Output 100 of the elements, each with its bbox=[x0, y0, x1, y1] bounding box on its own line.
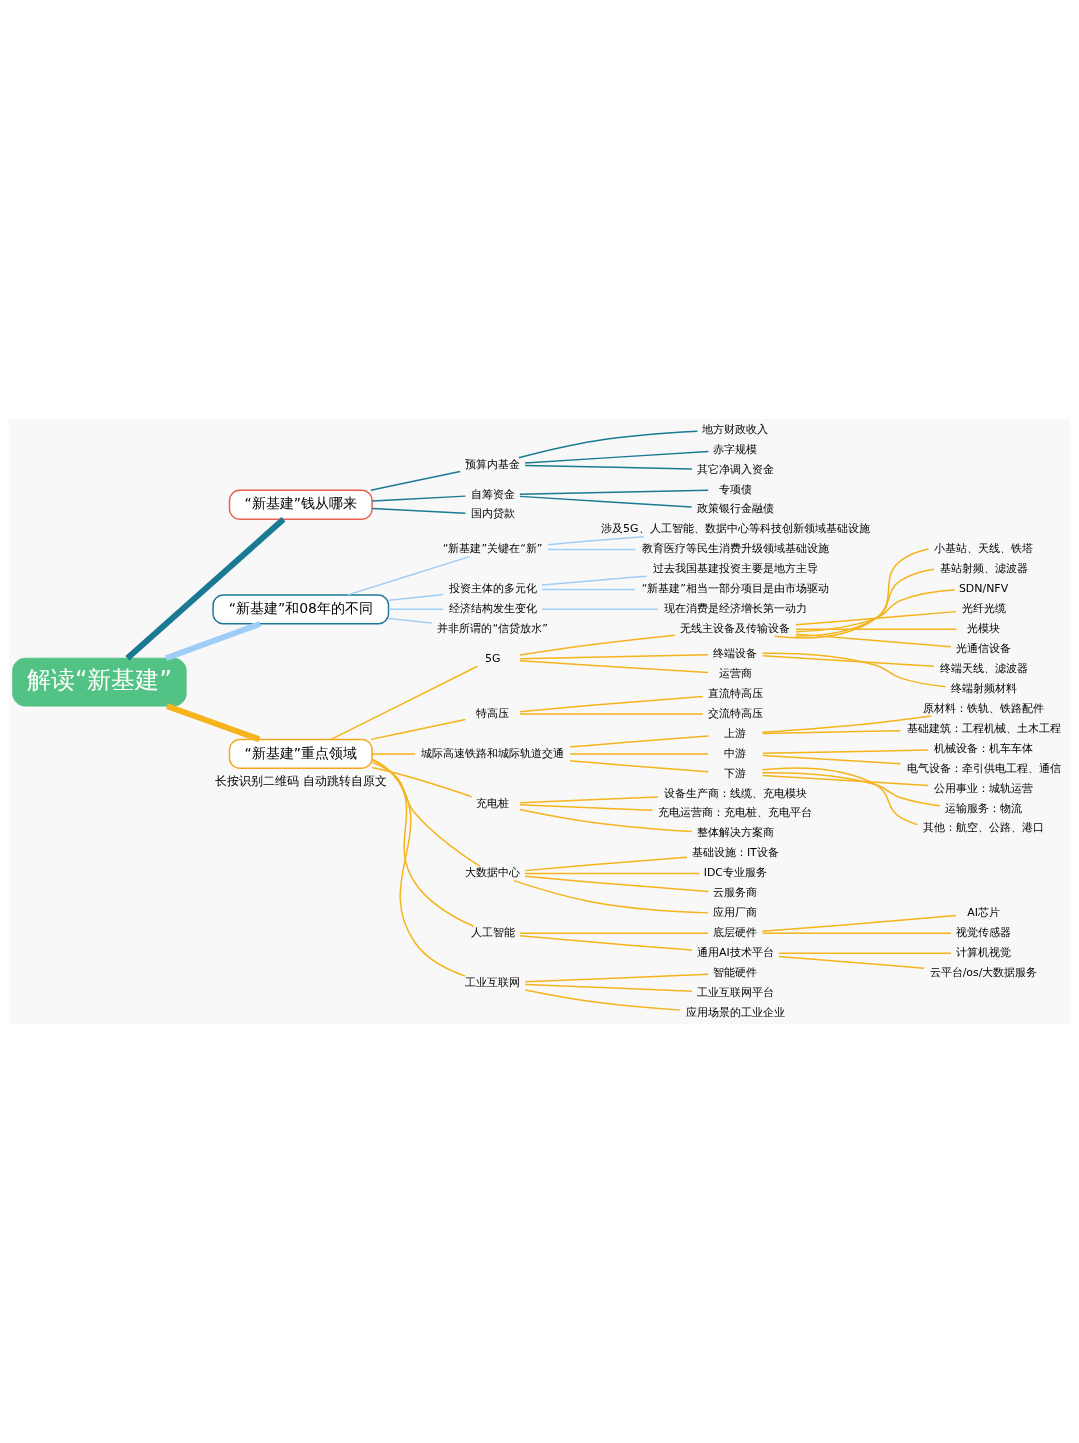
node-text: 国内贷款 bbox=[470, 507, 515, 521]
connector bbox=[524, 464, 693, 470]
connector bbox=[761, 652, 947, 688]
node-text: 下游 bbox=[724, 766, 747, 780]
connector bbox=[524, 989, 681, 1011]
node-text: 涉及5G、人工智能、数据中心等科技创新领域基础设施 bbox=[601, 522, 870, 536]
node-text: 工业互联网 bbox=[465, 975, 521, 989]
node-text: 应用厂商 bbox=[713, 906, 758, 920]
node-text: 工业互联网平台 bbox=[696, 985, 774, 999]
connector bbox=[761, 715, 932, 734]
node-text: 5G bbox=[484, 652, 501, 665]
node-text: 基础设施：IT设备 bbox=[691, 846, 779, 860]
connector bbox=[370, 718, 467, 741]
connector bbox=[524, 973, 710, 983]
node-box: “新基建”重点领域 bbox=[228, 738, 373, 770]
connector bbox=[513, 879, 710, 914]
connector bbox=[541, 575, 648, 586]
connector bbox=[541, 588, 636, 591]
node-text: 城际高速铁路和城际轨道交通 bbox=[421, 746, 565, 760]
connector bbox=[371, 758, 466, 977]
node-text: “新基建”关键在“新” bbox=[442, 542, 543, 556]
node-text: 地方财政收入 bbox=[702, 422, 769, 436]
node-text: “新基建”相当一部分项目是由市场驱动 bbox=[641, 582, 830, 596]
node-text: 光模块 bbox=[967, 622, 1001, 636]
node-text: 机械设备：机车车体 bbox=[934, 741, 1034, 755]
connector bbox=[519, 934, 693, 951]
node-text: 经济结构发生变化 bbox=[448, 602, 537, 616]
node-text: SDN/NFV bbox=[958, 582, 1009, 596]
node-text: 终端射频材料 bbox=[950, 681, 1017, 695]
connector bbox=[387, 608, 444, 611]
node-text: 终端天线、滤波器 bbox=[939, 661, 1028, 675]
connector bbox=[519, 932, 709, 935]
connector bbox=[795, 610, 957, 626]
node-text: 中游 bbox=[724, 746, 747, 760]
node-text: 过去我国基建投资主要是地方主导 bbox=[652, 562, 818, 576]
node-text: 终端设备 bbox=[713, 647, 758, 661]
node-text: 原材料：铁轨、铁路配件 bbox=[923, 701, 1045, 715]
node-text: 基站射频、滤波器 bbox=[939, 562, 1028, 576]
node-text: 教育医疗等民生消费升级领域基础设施 bbox=[641, 542, 829, 556]
node-text: 人工智能 bbox=[470, 926, 515, 940]
connector bbox=[795, 628, 958, 631]
node-text: 自筹资金 bbox=[470, 487, 515, 501]
connector bbox=[524, 450, 710, 464]
node-text: 底层硬件 bbox=[713, 926, 758, 940]
connector bbox=[125, 517, 286, 661]
node-text: 交流特高压 bbox=[707, 706, 763, 720]
node-text: 现在消费是经济增长第一动力 bbox=[663, 602, 807, 616]
connector bbox=[569, 760, 710, 773]
connector bbox=[519, 796, 659, 804]
node-box: “新基建”和08年的不同 bbox=[212, 594, 390, 625]
node-text: 专项债 bbox=[718, 482, 752, 496]
connector bbox=[330, 665, 479, 741]
connector bbox=[519, 495, 693, 508]
connector bbox=[371, 507, 467, 515]
connector bbox=[761, 754, 902, 765]
label: 长按识别二维码 自动跳转自原文 bbox=[214, 773, 387, 788]
node-text: 通用AI技术平台 bbox=[696, 946, 774, 960]
connector bbox=[371, 753, 417, 755]
node-text: 云平台/os/大数据服务 bbox=[929, 965, 1038, 979]
connector bbox=[795, 568, 935, 637]
node-text: IDC专业服务 bbox=[703, 866, 768, 880]
connector bbox=[795, 633, 952, 648]
node-text: 小基站、天线、铁塔 bbox=[934, 542, 1034, 556]
connector bbox=[164, 621, 262, 661]
node-text: 设备生产商：线缆、充电模块 bbox=[663, 786, 807, 800]
connector bbox=[761, 774, 929, 787]
node-text: 运输服务：物流 bbox=[945, 801, 1023, 815]
node-text: AI芯片 bbox=[967, 906, 1000, 920]
connector bbox=[519, 695, 704, 713]
connector bbox=[370, 470, 461, 491]
node-text: 基础建筑：工程机械、土木工程 bbox=[906, 721, 1061, 735]
node-box: “新基建”钱从哪来 bbox=[228, 489, 373, 520]
node-text: 云服务商 bbox=[713, 886, 758, 900]
connector bbox=[371, 766, 473, 798]
connector bbox=[387, 593, 444, 601]
connector bbox=[761, 655, 935, 667]
connector bbox=[761, 767, 919, 826]
connector bbox=[519, 804, 654, 812]
connector bbox=[761, 729, 902, 735]
connector bbox=[773, 548, 930, 639]
connector bbox=[761, 914, 957, 933]
node-text: 无线主设备及传输设备 bbox=[680, 622, 791, 636]
node-text: 充电桩 bbox=[476, 796, 510, 810]
node-text: 预算内基金 bbox=[465, 457, 521, 471]
connector bbox=[524, 856, 688, 872]
node-box: 解读“新基建” bbox=[12, 657, 187, 707]
node-text: 赤字规模 bbox=[713, 442, 758, 456]
node-text: 公用事业：城轨运营 bbox=[934, 781, 1034, 795]
connector bbox=[569, 753, 709, 755]
node-text: 投资主体的多元化 bbox=[448, 582, 537, 596]
connector bbox=[166, 703, 261, 743]
connector bbox=[547, 548, 637, 551]
connector bbox=[519, 660, 709, 674]
node-text: 大数据中心 bbox=[465, 866, 521, 880]
connector bbox=[519, 808, 693, 833]
node-text: 其它净调入资金 bbox=[696, 462, 774, 476]
connector bbox=[519, 489, 709, 495]
connector bbox=[778, 955, 925, 969]
node-text: 应用场景的工业企业 bbox=[685, 1005, 785, 1019]
node-text: 上游 bbox=[724, 726, 747, 740]
